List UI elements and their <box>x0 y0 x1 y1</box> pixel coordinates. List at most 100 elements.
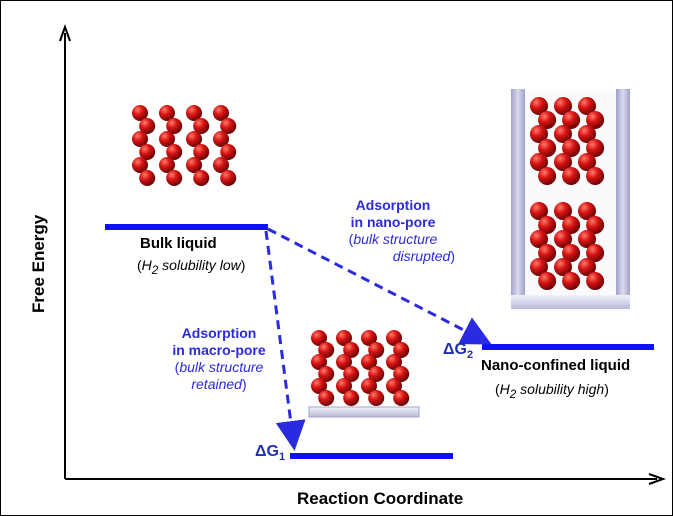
y-axis-label: Free Energy <box>29 214 48 313</box>
atom <box>554 153 572 171</box>
atom <box>220 118 237 134</box>
atom <box>538 216 557 234</box>
macro-pore-molecules <box>311 330 410 406</box>
atom <box>193 144 210 160</box>
macro-pore-surface <box>308 406 420 418</box>
macro-pore-level <box>290 453 453 459</box>
atom <box>586 272 605 290</box>
atom <box>166 144 183 160</box>
atom <box>132 157 148 173</box>
atom <box>586 139 605 157</box>
atom <box>213 105 229 121</box>
atom <box>386 354 402 370</box>
atom <box>132 131 148 147</box>
atom <box>562 272 581 290</box>
y-axis <box>59 24 71 479</box>
atom <box>361 330 377 346</box>
atom <box>368 342 385 358</box>
nano-pore-arrow <box>267 227 492 345</box>
atom <box>139 144 156 160</box>
atom <box>220 170 237 186</box>
nano-pore-note-line2: disrupted) <box>392 248 455 264</box>
atom <box>166 170 183 186</box>
nano-pore-level <box>482 344 654 350</box>
macro-pore-annotation: Adsorption in macro-pore (bulk structure… <box>159 325 279 393</box>
macro-pore-title-line1: Adsorption <box>181 325 257 341</box>
atom <box>139 170 156 186</box>
atom <box>530 153 548 171</box>
atom <box>361 354 377 370</box>
atom <box>562 216 581 234</box>
atom <box>186 105 202 121</box>
atom <box>193 118 210 134</box>
atom <box>193 170 210 186</box>
atom <box>159 105 175 121</box>
atom <box>586 111 605 129</box>
atom <box>393 342 410 358</box>
atom <box>220 144 237 160</box>
atom <box>538 244 557 262</box>
atom <box>530 125 548 143</box>
atom <box>586 244 605 262</box>
atom <box>554 258 572 276</box>
atom <box>139 118 156 134</box>
nano-confined-label: Nano-confined liquid <box>481 357 631 374</box>
atom <box>538 111 557 129</box>
atom <box>343 366 360 382</box>
atom <box>213 157 229 173</box>
atom <box>336 330 352 346</box>
atom <box>562 167 581 185</box>
atom <box>186 157 202 173</box>
atom <box>538 167 557 185</box>
nano-pore-molecules-lower <box>530 202 605 290</box>
atom <box>530 258 548 276</box>
nano-pore-title-line2: in nano-pore <box>350 214 436 230</box>
atom <box>586 216 605 234</box>
atom <box>554 230 572 248</box>
atom <box>578 202 596 220</box>
atom <box>166 118 183 134</box>
atom <box>538 139 557 157</box>
atom <box>311 330 327 346</box>
atom <box>318 342 335 358</box>
atom <box>386 330 402 346</box>
atom <box>554 97 572 115</box>
atom <box>554 202 572 220</box>
bulk-liquid-molecules <box>132 105 237 186</box>
nano-pore-molecules-upper <box>530 97 605 185</box>
atom <box>368 390 385 406</box>
macro-pore-arrow <box>264 230 306 451</box>
bulk-liquid-label: Bulk liquid <box>140 235 217 252</box>
atom <box>386 378 402 394</box>
atom <box>578 153 596 171</box>
atom <box>186 131 202 147</box>
atom <box>318 390 335 406</box>
atom <box>311 354 327 370</box>
delta-g1-label: ΔG1 <box>255 443 286 464</box>
nano-pore-note-line1: (bulk structure <box>348 231 438 247</box>
atom <box>213 131 229 147</box>
atom <box>578 125 596 143</box>
nano-pore-annotation: Adsorption in nano-pore (bulk structure … <box>331 197 455 265</box>
atom <box>530 202 548 220</box>
atom <box>368 366 385 382</box>
atom <box>578 97 596 115</box>
atom <box>393 366 410 382</box>
atom <box>318 366 335 382</box>
atom <box>343 342 360 358</box>
atom <box>530 97 548 115</box>
macro-pore-note-line1: (bulk structure <box>174 359 264 375</box>
atom <box>578 258 596 276</box>
bulk-liquid-note: (H2 solubility low) <box>137 257 246 277</box>
atom <box>562 244 581 262</box>
atom <box>562 111 581 129</box>
nano-pore-title-line1: Adsorption <box>355 197 431 213</box>
atom <box>336 378 352 394</box>
atom <box>393 390 410 406</box>
atom <box>578 230 596 248</box>
atom <box>530 230 548 248</box>
atom <box>343 390 360 406</box>
delta-g2-label: ΔG2 <box>443 341 474 362</box>
macro-pore-note-line2: retained) <box>191 376 247 392</box>
